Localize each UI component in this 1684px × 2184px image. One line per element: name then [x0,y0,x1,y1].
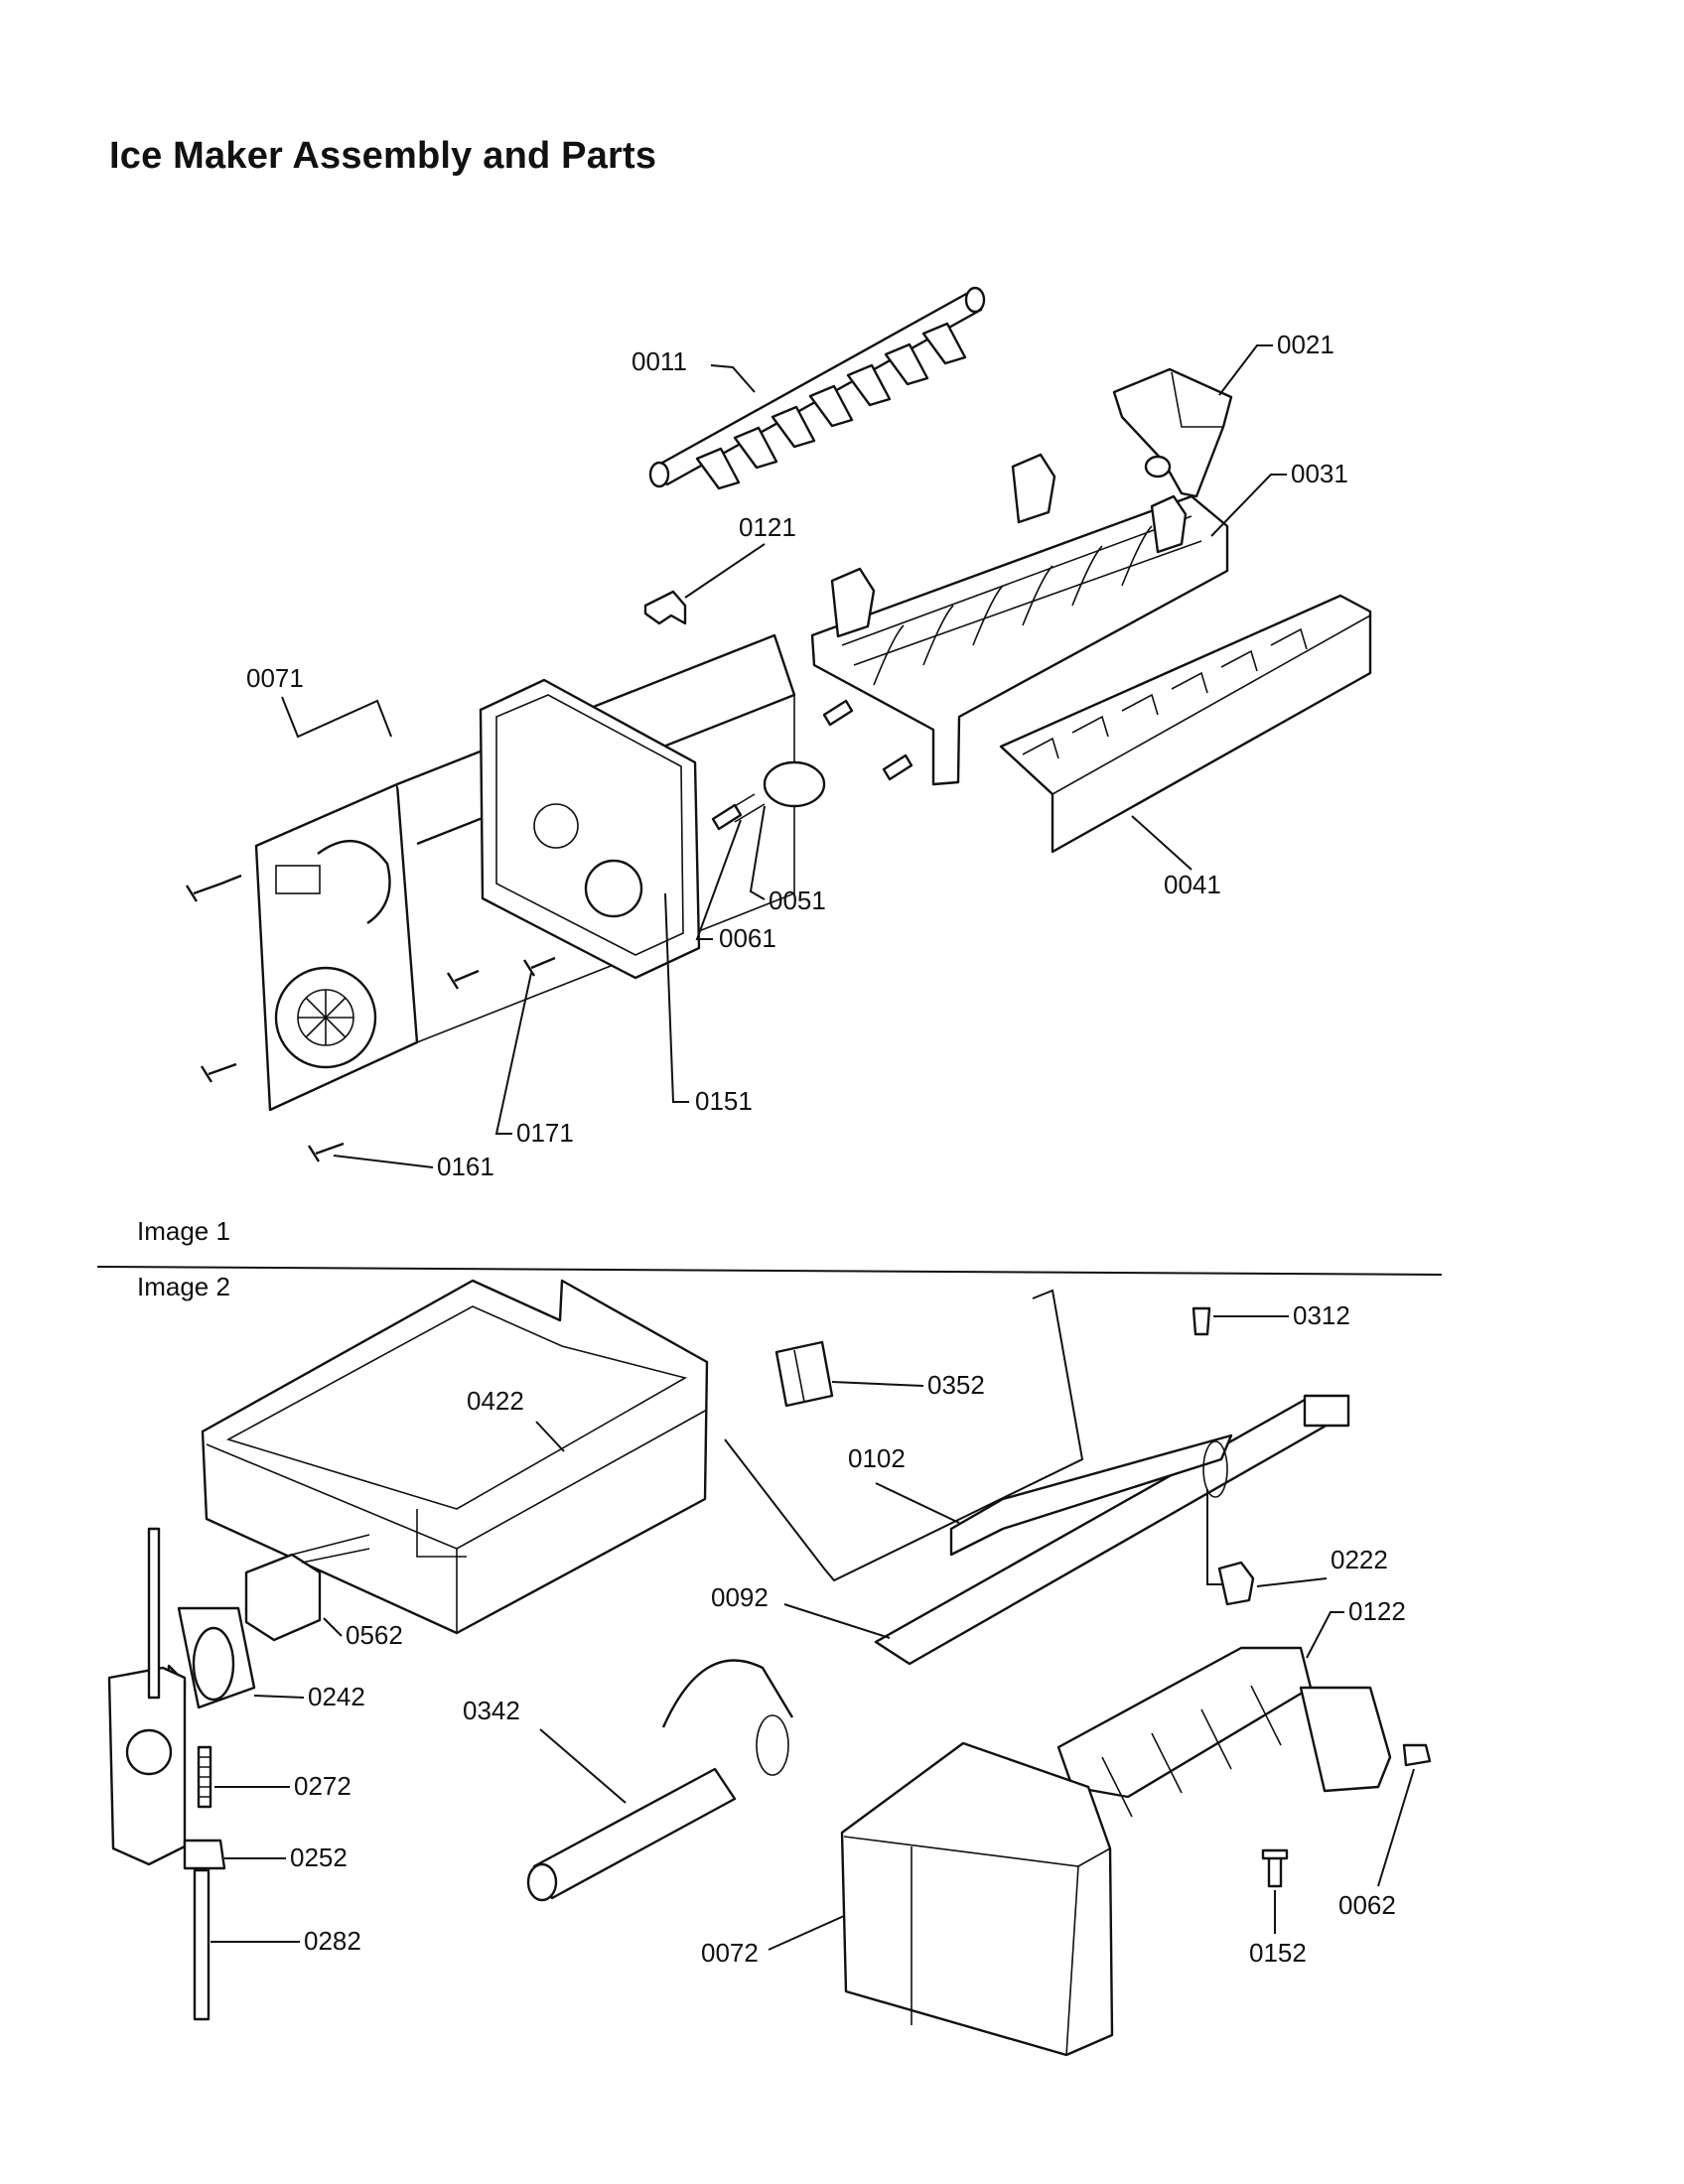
svg-text:0102: 0102 [848,1443,906,1473]
callout-0312: 0312 [1213,1300,1350,1330]
part-0342-fill-tube [526,1659,794,1902]
svg-text:0222: 0222 [1331,1545,1388,1574]
callout-0272: 0272 [214,1771,351,1801]
callout-0102: 0102 [848,1443,960,1524]
callout-0061: 0061 [695,819,776,953]
callout-0072: 0072 [701,1915,845,1968]
svg-text:0342: 0342 [463,1696,520,1725]
svg-text:0151: 0151 [695,1086,753,1116]
part-0151-support [479,678,701,980]
svg-text:0171: 0171 [516,1118,574,1148]
svg-text:0041: 0041 [1164,870,1221,899]
part-0152-screw [1261,1848,1289,1888]
part-0031-mold [810,453,1229,786]
section-label-image-2: Image 2 [137,1272,230,1301]
callout-0161: 0161 [333,1152,494,1181]
callout-0041: 0041 [1131,815,1221,899]
svg-text:0352: 0352 [927,1370,985,1400]
callout-0121: 0121 [684,512,796,599]
part-0242-valve [107,1527,256,1866]
svg-text:0092: 0092 [711,1582,769,1612]
part-0092-harness [874,1394,1350,1666]
part-0562-switch [244,1534,370,1642]
svg-text:0072: 0072 [701,1938,759,1968]
part-0272-0252-0282 [183,1745,226,2021]
page-title: Ice Maker Assembly and Parts [109,135,657,177]
part-0072-cover [840,1741,1114,2057]
callout-0171: 0171 [494,972,574,1148]
callout-0021: 0021 [1218,330,1334,396]
svg-text:0282: 0282 [304,1926,361,1956]
svg-text:0051: 0051 [769,886,826,915]
callout-0562: 0562 [323,1617,403,1650]
part-0061-pin [711,699,913,831]
svg-text:0011: 0011 [632,346,687,376]
section-divider [96,1266,1443,1276]
part-0011-ejector [648,286,986,490]
svg-text:0422: 0422 [467,1386,524,1416]
section-label-image-1: Image 1 [137,1216,230,1246]
callout-0031: 0031 [1210,459,1348,537]
svg-text:0161: 0161 [437,1152,494,1181]
svg-text:0562: 0562 [346,1620,403,1650]
svg-text:0062: 0062 [1338,1890,1396,1920]
callout-0062: 0062 [1338,1768,1415,1920]
svg-text:0071: 0071 [246,663,304,693]
svg-text:0252: 0252 [290,1843,348,1872]
callout-0152: 0152 [1249,1890,1307,1968]
svg-text:0312: 0312 [1293,1300,1350,1330]
part-0062-clip [1402,1743,1432,1767]
part-0122-mold-assembly [1056,1646,1392,1818]
svg-text:0021: 0021 [1277,330,1334,359]
callout-0122: 0122 [1306,1596,1406,1659]
callout-0422: 0422 [467,1386,565,1452]
part-0021-fill-cup [1112,367,1233,498]
svg-text:0061: 0061 [719,923,776,953]
svg-text:0272: 0272 [294,1771,351,1801]
callout-0151: 0151 [664,892,753,1116]
callout-0051: 0051 [749,805,826,915]
callout-0342: 0342 [463,1696,627,1804]
svg-text:0242: 0242 [308,1682,365,1711]
callout-0222: 0222 [1256,1545,1388,1587]
part-0121-clip [643,590,687,625]
part-0222-clip [1217,1561,1255,1606]
svg-text:0122: 0122 [1348,1596,1406,1626]
svg-text:0121: 0121 [739,512,796,542]
svg-text:0031: 0031 [1291,459,1348,488]
callout-0071: 0071 [246,663,392,739]
part-0352-clamp [774,1340,834,1408]
callout-0282: 0282 [210,1926,361,1956]
callout-0252: 0252 [224,1843,348,1872]
part-0102-wire [724,1289,1084,1582]
callout-0092: 0092 [711,1582,891,1639]
svg-text:0152: 0152 [1249,1938,1307,1968]
part-0051-thermostat [724,760,826,823]
callout-0011: 0011 [632,346,756,393]
callout-0242: 0242 [253,1682,365,1711]
part-0312-wire-nut [1192,1306,1211,1336]
part-screws [185,874,556,1162]
callout-0352: 0352 [831,1370,985,1400]
part-0041-stripper [999,594,1372,854]
